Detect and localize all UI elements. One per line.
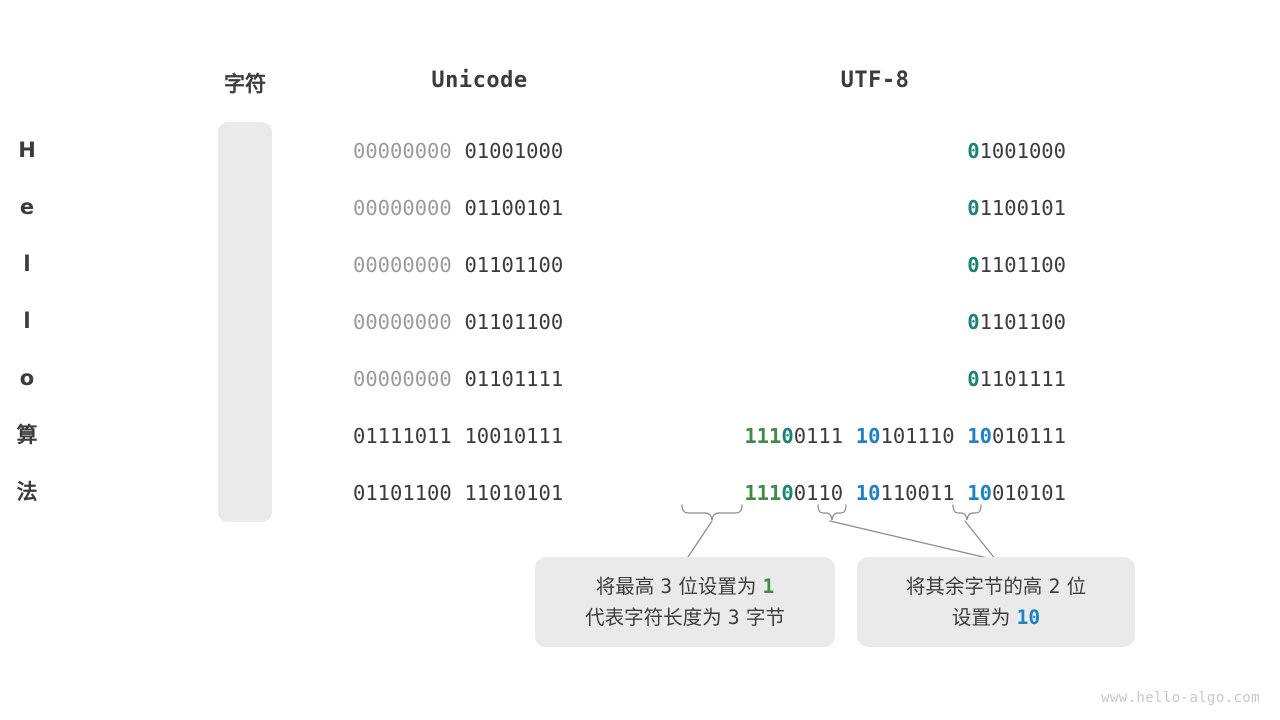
column-header-character: 字符: [224, 72, 266, 96]
character-cell: 法: [16, 480, 38, 504]
callout-2-l2-highlight: 10: [1016, 606, 1041, 629]
utf8-prefix-bits: 10: [855, 424, 881, 448]
unicode-byte-1: 01101100: [353, 481, 452, 505]
callout-2-l1-prefix: 将其余字节的高: [905, 575, 1049, 598]
column-header-utf8: UTF-8: [840, 68, 910, 93]
callout-2-l1-num: 2: [1048, 575, 1061, 598]
utf8-payload-bits: 110011: [880, 481, 955, 505]
utf8-payload-bits: 1101111: [979, 367, 1066, 391]
callout-1-l2-prefix: 代表字符长度为: [585, 606, 728, 629]
character-column-panel: [218, 122, 272, 522]
unicode-byte-2: 01101100: [464, 253, 564, 277]
utf8-payload-bits: 1101100: [979, 310, 1066, 334]
unicode-byte-2: 10010111: [464, 424, 564, 448]
utf8-payload-bits: 0110: [793, 481, 844, 505]
utf8-bits: 01001000: [967, 138, 1066, 164]
utf8-prefix-bits: 111: [744, 481, 782, 505]
unicode-byte-1: 01111011: [353, 424, 452, 448]
utf8-prefix-bits: 0: [967, 196, 980, 220]
utf8-bits: 01100101: [967, 195, 1066, 221]
unicode-byte-2: 11010101: [464, 481, 564, 505]
callout-1-l1-highlight: 1: [762, 575, 775, 598]
utf8-payload-bits: 010111: [991, 424, 1066, 448]
utf8-prefix-bits: 0: [967, 139, 980, 163]
leader-line-continuation-1: [829, 520, 997, 561]
unicode-bits: 01111011 10010111: [353, 423, 563, 449]
character-cell: l: [23, 309, 31, 333]
callout-continuation-bits-line2: 设置为 10: [952, 602, 1040, 633]
callout-1-l1-prefix: 将最高: [595, 575, 661, 598]
unicode-bits: 00000000 01001000: [353, 138, 563, 164]
brace-header-prefix: [681, 504, 743, 521]
unicode-byte-2: 01001000: [464, 139, 564, 163]
character-cell: e: [19, 195, 35, 219]
utf8-prefix-bits: 10: [967, 424, 992, 448]
utf8-payload-bits: 1101100: [979, 253, 1066, 277]
unicode-byte-1: 00000000: [353, 139, 452, 163]
leader-line-continuation-2: [964, 520, 997, 561]
character-cell: l: [23, 252, 31, 276]
callout-1-l1-mid: 位设置为: [672, 575, 763, 598]
callout-header-bits: 将最高 3 位设置为 1 代表字符长度为 3 字节: [535, 557, 835, 647]
utf8-bits: 01101100: [967, 252, 1066, 278]
utf8-prefix-bits: 0: [967, 253, 980, 277]
callout-2-l1-suffix: 位: [1060, 575, 1087, 598]
utf8-bits: 01101100: [967, 309, 1066, 335]
column-header-unicode: Unicode: [431, 68, 528, 93]
callout-continuation-bits-line1: 将其余字节的高 2 位: [906, 571, 1086, 602]
utf8-bits: 01101111: [967, 366, 1066, 392]
character-cell: 算: [16, 423, 38, 447]
callout-1-l2-suffix: 字节: [739, 606, 785, 629]
unicode-byte-1: 00000000: [353, 310, 452, 334]
unicode-byte-2: 01100101: [464, 196, 564, 220]
utf8-payload-bits: 010101: [991, 481, 1066, 505]
utf8-payload-bits: 101110: [880, 424, 955, 448]
brace-continuation-prefix-2: [952, 504, 982, 521]
unicode-bits: 01101100 11010101: [353, 480, 563, 506]
site-watermark: www.hello-algo.com: [1101, 690, 1260, 706]
character-cell: o: [19, 366, 35, 390]
utf8-prefix-terminator-bit: 0: [781, 424, 794, 448]
unicode-bits: 00000000 01101100: [353, 252, 563, 278]
utf8-prefix-bits: 0: [967, 310, 980, 334]
character-cell: H: [18, 138, 36, 162]
brace-continuation-prefix-1: [817, 504, 847, 521]
leader-line-header-prefix: [685, 520, 713, 561]
unicode-byte-1: 00000000: [353, 367, 452, 391]
callout-2-l2-prefix: 设置为: [951, 606, 1017, 629]
unicode-bits: 00000000 01101100: [353, 309, 563, 335]
utf8-payload-bits: 1001000: [979, 139, 1066, 163]
unicode-byte-2: 01101100: [464, 310, 564, 334]
callout-header-bits-line1: 将最高 3 位设置为 1: [596, 571, 775, 602]
callout-1-l2-num: 3: [727, 606, 740, 629]
utf8-prefix-bits: 0: [967, 367, 980, 391]
callout-continuation-bits: 将其余字节的高 2 位 设置为 10: [857, 557, 1135, 647]
utf8-prefix-terminator-bit: 0: [781, 481, 794, 505]
unicode-byte-2: 01101111: [464, 367, 564, 391]
utf8-payload-bits: 1100101: [979, 196, 1066, 220]
utf8-payload-bits: 0111: [793, 424, 844, 448]
unicode-byte-1: 00000000: [353, 253, 452, 277]
utf8-prefix-bits: 111: [744, 424, 782, 448]
callout-1-l1-num: 3: [660, 575, 673, 598]
utf8-prefix-bits: 10: [855, 481, 881, 505]
unicode-byte-1: 00000000: [353, 196, 452, 220]
callout-header-bits-line2: 代表字符长度为 3 字节: [585, 602, 785, 633]
utf8-prefix-bits: 10: [967, 481, 992, 505]
unicode-bits: 00000000 01100101: [353, 195, 563, 221]
unicode-bits: 00000000 01101111: [353, 366, 563, 392]
